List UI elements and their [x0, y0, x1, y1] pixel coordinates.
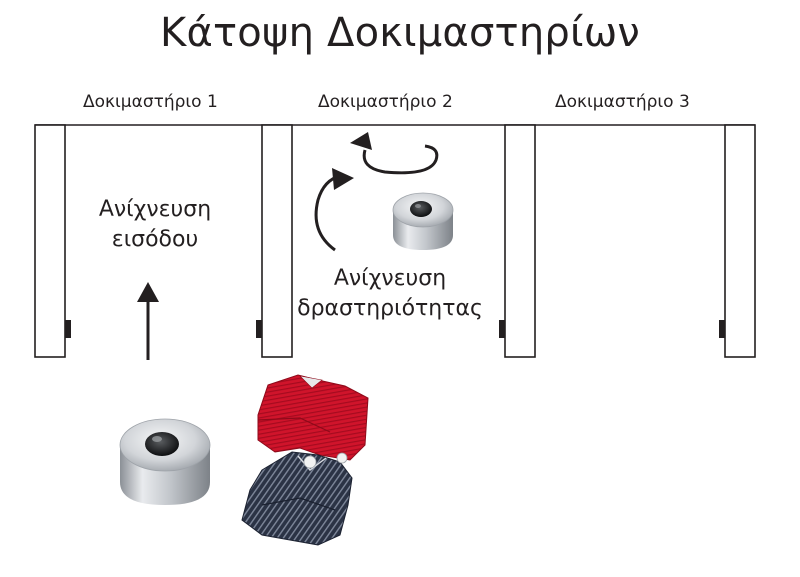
room-label-3: Δοκιμαστήριο 3	[555, 92, 690, 112]
activity-detection-label: Ανίχνευση δραστηριότητας	[295, 264, 485, 324]
page-title: Κάτοψη Δοκιμαστηρίων	[160, 10, 640, 56]
room-label-2: Δοκιμαστήριο 2	[318, 92, 453, 112]
activity-label-line1: Ανίχνευση	[333, 266, 447, 291]
entrance-label-line1: Ανίχνευση	[98, 197, 212, 222]
entrance-label-line2: εισόδου	[111, 227, 199, 252]
entrance-detection-label: Ανίχνευση εισόδου	[85, 195, 225, 255]
activity-label-line2: δραστηριότητας	[297, 296, 483, 321]
room-label-1: Δοκιμαστήριο 1	[83, 92, 218, 112]
